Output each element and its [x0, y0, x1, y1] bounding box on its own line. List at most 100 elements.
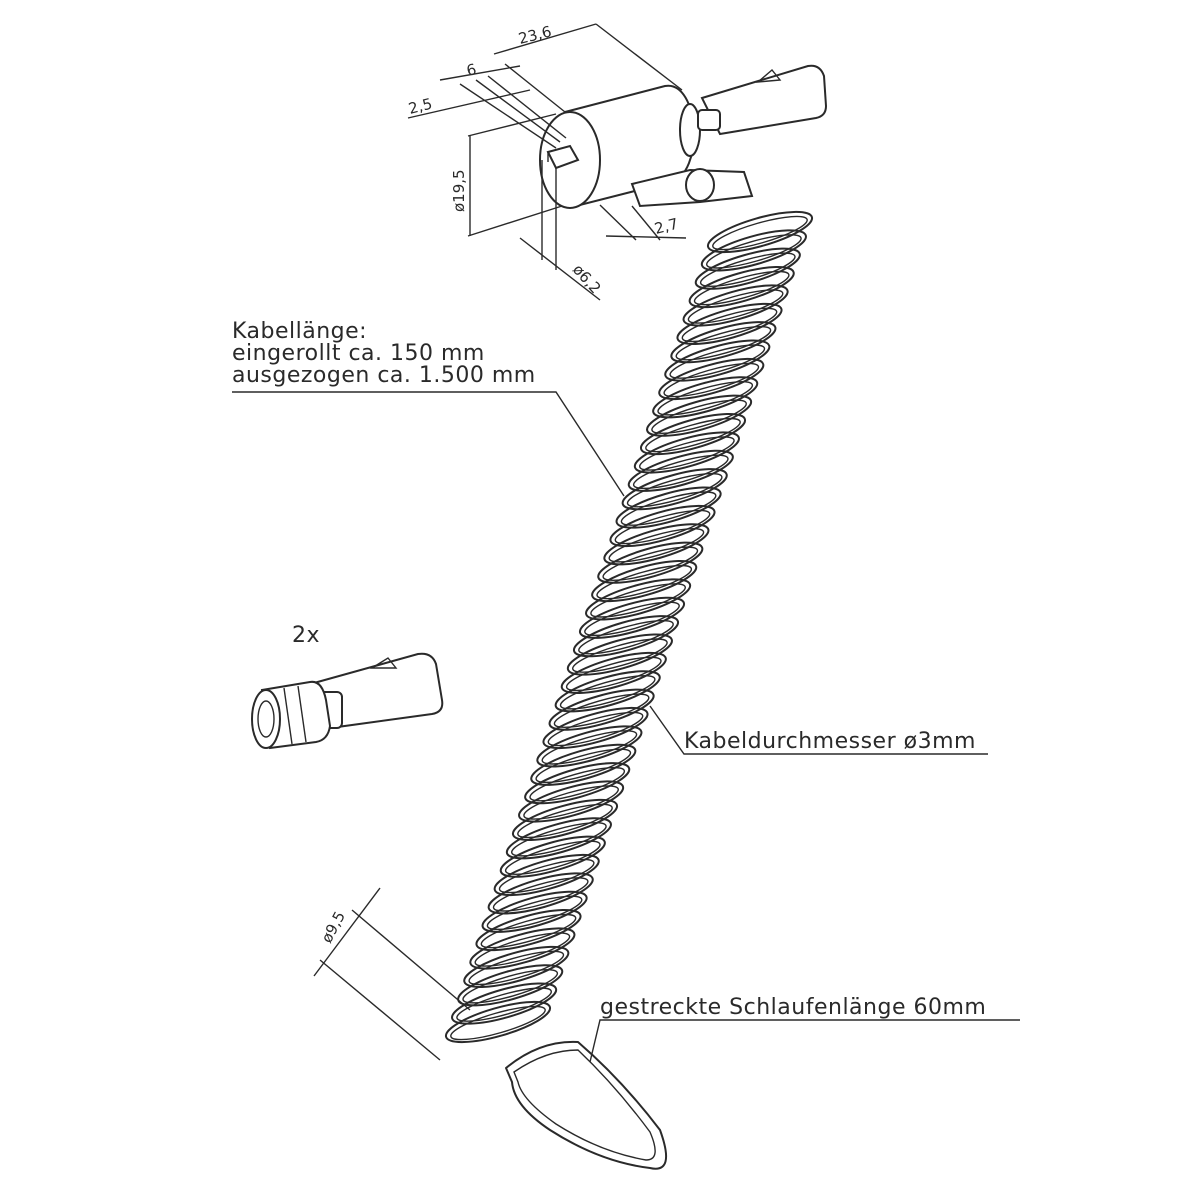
- coil-turn: [481, 890, 588, 933]
- coil-turn: [463, 945, 570, 988]
- coil-turn-inner: [474, 932, 571, 967]
- coil-turn: [499, 835, 606, 878]
- coil-turn-inner: [706, 234, 802, 269]
- coil-turn-inner: [681, 307, 778, 343]
- dim-9-5: ø9,5: [318, 908, 349, 946]
- dim-6-2: ø6,2: [569, 261, 604, 298]
- coil-turn: [706, 210, 814, 254]
- lock-body: [539, 84, 754, 209]
- coil-turn-inner: [553, 693, 650, 728]
- coil-turn: [554, 670, 661, 713]
- coil-turn: [451, 982, 558, 1025]
- coil-turn-inner: [468, 950, 565, 986]
- coil-turn-inner: [450, 1005, 546, 1041]
- coil-turn-inner: [669, 344, 766, 379]
- dim-2-7: 2,7: [653, 215, 681, 238]
- coil-turn: [682, 284, 789, 327]
- coil-turn: [633, 431, 740, 474]
- coil-turn: [639, 413, 747, 456]
- coil-turn: [688, 266, 795, 309]
- coil-turn: [658, 357, 765, 401]
- coil-turn: [615, 486, 722, 529]
- coil-turn-inner: [504, 840, 601, 875]
- coil-turn: [530, 743, 637, 786]
- cable-length-extended: ausgezogen ca. 1.500 mm: [232, 363, 536, 388]
- coil-turn-inner: [480, 913, 577, 949]
- dim-6: 6: [465, 60, 479, 80]
- dim-19-5: ø19,5: [450, 169, 468, 212]
- coil-turn: [578, 596, 686, 639]
- coil-turn: [511, 798, 619, 841]
- coil-turn-inner: [614, 509, 711, 545]
- coil-turn-inner: [602, 546, 699, 581]
- spare-key: [251, 652, 444, 750]
- coil-turn-inner: [632, 454, 729, 490]
- leader-lines: [232, 391, 1020, 1063]
- coil-turn-inner: [578, 619, 674, 655]
- dim-2-5: 2,5: [407, 95, 435, 118]
- coil-turn: [505, 817, 612, 860]
- coil-turn: [603, 523, 710, 566]
- coil-turn: [609, 504, 716, 548]
- coil-turn: [627, 449, 734, 492]
- coil-turn: [469, 927, 576, 970]
- coil-turn-inner: [456, 987, 552, 1022]
- coil-turn: [444, 1000, 552, 1044]
- coil-turn-inner: [511, 822, 607, 857]
- cable-length-title: Kabellänge:: [232, 319, 367, 344]
- coil-turn-inner: [529, 766, 626, 802]
- loop-length-leader: [589, 1019, 1020, 1063]
- coil-turn: [670, 321, 777, 364]
- coil-turn-inner: [712, 215, 808, 251]
- coil-turn-inner: [699, 252, 796, 287]
- coil-turn: [536, 725, 643, 768]
- coil-turn: [694, 247, 801, 290]
- coil-turn-inner: [663, 362, 760, 398]
- coil-turn-inner: [559, 675, 656, 710]
- coil-turn: [572, 615, 680, 658]
- cable-diameter-leader: [649, 705, 988, 755]
- coil-turn-inner: [675, 325, 772, 361]
- coil-turn-inner: [608, 528, 705, 563]
- coil-turn: [646, 394, 753, 437]
- coil-turn: [548, 688, 655, 731]
- coil-turn: [585, 578, 692, 621]
- coil-turn-inner: [584, 601, 680, 637]
- coil-turn: [652, 376, 759, 419]
- cable-end-loop: [505, 1040, 668, 1170]
- coil-turn: [487, 872, 594, 915]
- coil-turn-inner: [547, 711, 644, 747]
- coil-turn-inner: [693, 270, 790, 306]
- cable-length-coiled: eingerollt ca. 150 mm: [232, 341, 485, 366]
- coil-turn-inner: [523, 785, 619, 820]
- coil-turn-inner: [572, 638, 668, 673]
- coil-turn-inner: [645, 417, 741, 453]
- cable-length-leader: [232, 391, 625, 497]
- coil-turn-inner: [657, 381, 754, 416]
- annotations: Kabellänge: eingerollt ca. 150 mm ausgez…: [232, 319, 986, 1020]
- coil-turn: [621, 468, 728, 511]
- coil-turn-inner: [620, 491, 717, 526]
- coil-turn-inner: [486, 895, 583, 931]
- coil-turn-inner: [590, 583, 686, 618]
- loop-length-label: gestreckte Schlaufenlänge 60mm: [600, 995, 986, 1020]
- coil-turn: [542, 706, 649, 750]
- coil-turn: [591, 560, 698, 603]
- coil-turn: [664, 339, 771, 382]
- dim-23-6: 23,6: [517, 22, 554, 48]
- coil-turn: [560, 651, 667, 694]
- coil-turn: [597, 541, 704, 584]
- coil-turn: [493, 853, 600, 897]
- coil-turn: [676, 302, 783, 345]
- coil-turn-inner: [639, 436, 735, 471]
- loop-dimension-lines: [313, 887, 471, 1061]
- coil-turn: [566, 633, 673, 676]
- coil-turn-inner: [498, 858, 595, 894]
- coil-turn-inner: [651, 399, 747, 434]
- cable-diameter-label: Kabeldurchmesser ø3mm: [684, 729, 976, 754]
- dimension-lines: [407, 23, 687, 301]
- coil-turn: [700, 229, 807, 272]
- coil-turn-inner: [462, 969, 559, 1004]
- coil-turn-inner: [541, 730, 638, 765]
- coil-turn-inner: [492, 877, 589, 912]
